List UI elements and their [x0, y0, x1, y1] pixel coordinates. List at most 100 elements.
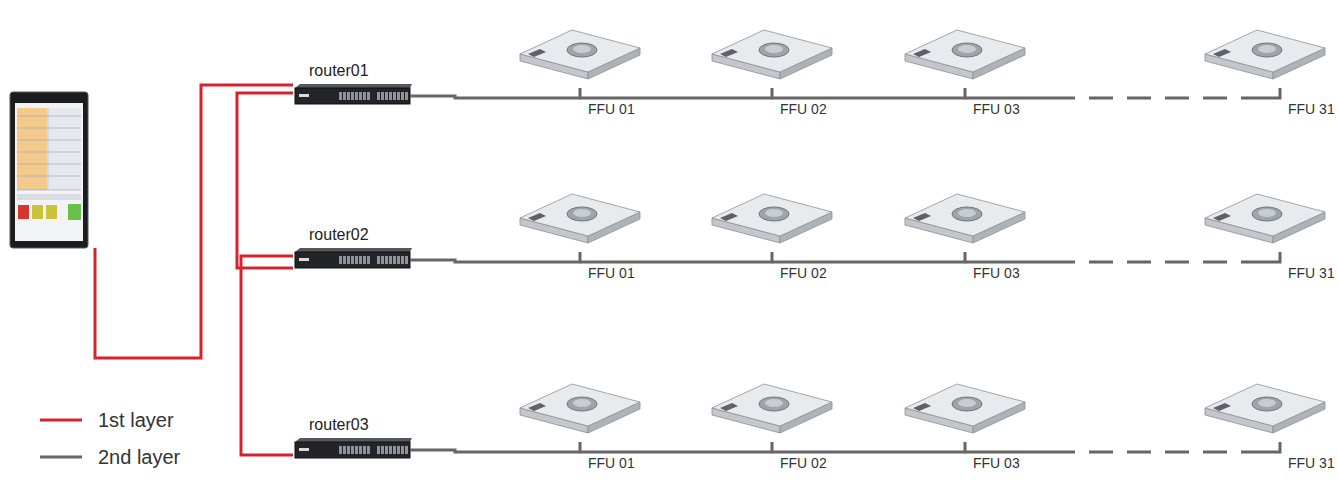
bus-line	[965, 88, 1280, 98]
ffu-fan	[567, 207, 597, 221]
ffu-fan	[759, 43, 789, 57]
bus-line	[965, 442, 1280, 452]
ffu-name: FFU 03	[973, 101, 1020, 117]
router-port	[389, 256, 392, 264]
ffu-top	[520, 384, 640, 426]
first-layer-wire	[95, 85, 293, 455]
ffu-name: FFU 03	[973, 455, 1020, 471]
router-port	[405, 446, 408, 454]
ffu-icon	[905, 194, 1025, 243]
ffu-fan-hub	[958, 45, 976, 53]
router-port	[389, 446, 392, 454]
ffu-fan	[1252, 207, 1282, 221]
ffu-name: FFU 01	[588, 101, 635, 117]
router-port	[377, 256, 380, 264]
router-port	[405, 256, 408, 264]
router-port	[363, 256, 366, 264]
bus-line	[580, 252, 772, 262]
ffu-box: FFU 31	[1280, 252, 1338, 283]
ffu-box: FFU 02	[772, 252, 831, 283]
ffu-controller	[913, 403, 931, 411]
panel-grid	[17, 108, 81, 190]
router-port	[397, 446, 400, 454]
router-badge	[299, 258, 309, 261]
ffu-fan	[952, 207, 982, 221]
bus-line	[410, 252, 580, 262]
ffu-top	[1205, 384, 1325, 426]
bus-line	[772, 88, 965, 98]
ffu-top	[905, 30, 1025, 72]
ffu-controller	[720, 49, 738, 57]
ffu-top	[520, 194, 640, 236]
ffu-fan	[1252, 43, 1282, 57]
ffu-icon	[712, 194, 832, 243]
router-port	[393, 256, 396, 264]
router-box: router01	[295, 88, 410, 104]
panel-button	[46, 205, 57, 219]
router-port	[363, 446, 366, 454]
panel-button	[18, 205, 29, 219]
router-box: router02	[295, 252, 410, 268]
bus-line	[410, 88, 580, 98]
router-port	[367, 92, 370, 100]
equipment-illustrations	[295, 30, 1325, 458]
ffu-name: FFU 02	[780, 265, 827, 281]
router-port	[343, 256, 346, 264]
bus-line	[580, 442, 772, 452]
ffu-name: FFU 02	[780, 101, 827, 117]
ffu-top	[905, 384, 1025, 426]
ffu-icon	[1205, 30, 1325, 79]
router-icon	[295, 248, 412, 268]
panel-bar	[17, 194, 81, 200]
router-port	[347, 446, 350, 454]
ffu-icon	[520, 194, 640, 243]
ffu-icon	[712, 30, 832, 79]
router-name: router03	[309, 416, 369, 434]
ffu-fan-hub	[765, 399, 783, 407]
router-port	[367, 446, 370, 454]
ffu-controller	[720, 213, 738, 221]
first-layer-wire	[95, 85, 293, 358]
router-port	[381, 92, 384, 100]
ffu-fan-hub	[1258, 399, 1276, 407]
ffu-box: FFU 01	[580, 88, 639, 119]
ffu-box: FFU 31	[1280, 442, 1338, 473]
ffu-icon	[520, 30, 640, 79]
router-port	[339, 92, 342, 100]
bus-line	[772, 252, 965, 262]
router-port	[397, 92, 400, 100]
router-port	[343, 92, 346, 100]
ffu-top	[1205, 194, 1325, 236]
ffu-name: FFU 03	[973, 265, 1020, 281]
ffu-fan-hub	[573, 209, 591, 217]
ffu-name: FFU 02	[780, 455, 827, 471]
ffu-controller	[720, 403, 738, 411]
ffu-top	[712, 384, 832, 426]
ffu-name: FFU 31	[1288, 265, 1335, 281]
first-layer-wire	[237, 93, 293, 268]
bus-line	[772, 442, 965, 452]
router-port	[397, 256, 400, 264]
ffu-top	[1205, 30, 1325, 72]
bus-line	[580, 88, 772, 98]
router-box: router03	[295, 442, 410, 458]
ffu-name: FFU 31	[1288, 455, 1335, 471]
router-port	[367, 256, 370, 264]
legend-sample	[40, 456, 82, 459]
router-top	[295, 84, 412, 88]
ffu-fan	[759, 397, 789, 411]
ffu-fan-hub	[1258, 209, 1276, 217]
ffu-icon	[520, 384, 640, 433]
ffu-fan	[759, 207, 789, 221]
router-port	[381, 256, 384, 264]
router-port	[359, 92, 362, 100]
touch-panel	[10, 92, 88, 248]
first-layer-wire	[241, 256, 293, 455]
ffu-controller	[1213, 213, 1231, 221]
ffu-fan-hub	[958, 209, 976, 217]
router-port	[355, 446, 358, 454]
router-port	[389, 92, 392, 100]
ffu-icon	[905, 30, 1025, 79]
